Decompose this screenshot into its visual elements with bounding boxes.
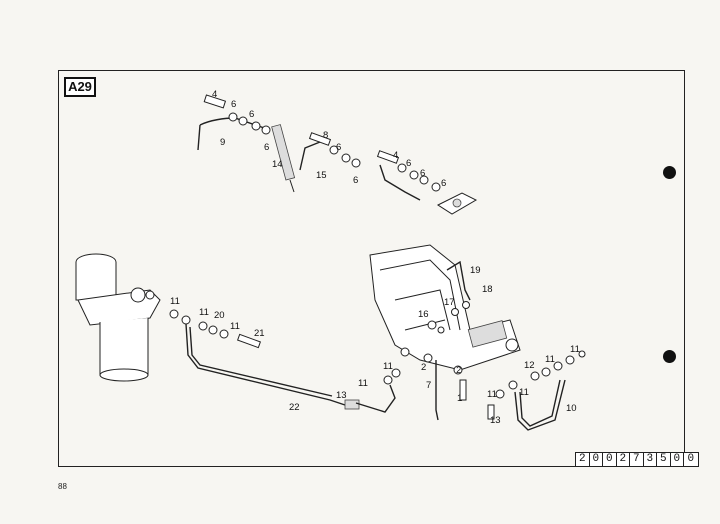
callout-19: 19 bbox=[470, 265, 481, 276]
callout-11b: 11 bbox=[199, 307, 209, 318]
callout-13b: 13 bbox=[336, 390, 347, 401]
callout-11e: 11 bbox=[545, 354, 555, 365]
part-number-digit: 2 bbox=[576, 453, 590, 466]
section-tag: A29 bbox=[64, 77, 96, 97]
callout-6e: 6 bbox=[353, 175, 358, 186]
callout-11d: 11 bbox=[383, 361, 393, 372]
callout-6f: 6 bbox=[406, 158, 411, 169]
callout-6h: 6 bbox=[441, 178, 446, 189]
fuel-line-22 bbox=[169, 309, 401, 413]
callout-13a: 13 bbox=[490, 415, 501, 426]
callout-8: 8 bbox=[323, 130, 328, 141]
part-number-digit: 0 bbox=[590, 453, 603, 466]
callout-2a: 2 bbox=[421, 362, 426, 373]
part-number-digit: 2 bbox=[617, 453, 630, 466]
callout-22: 22 bbox=[289, 402, 300, 413]
callout-11i: 11 bbox=[358, 378, 368, 389]
callout-21: 21 bbox=[254, 328, 265, 339]
part-number-digit: 0 bbox=[603, 453, 617, 466]
callout-6c: 6 bbox=[264, 142, 269, 153]
callout-14: 14 bbox=[272, 159, 283, 170]
callout-10: 10 bbox=[566, 403, 577, 414]
diagram-frame bbox=[58, 70, 685, 467]
callout-18: 18 bbox=[482, 284, 493, 295]
part-number-digit: 3 bbox=[644, 453, 657, 466]
callout-1: 1 bbox=[457, 393, 462, 404]
part-number-digit: 0 bbox=[671, 453, 684, 466]
part-number-digit: 7 bbox=[630, 453, 644, 466]
callout-labels: 4 6 6 6 9 14 8 6 6 15 4 6 6 6 11 11 20 1… bbox=[170, 89, 580, 426]
fuel-filter bbox=[75, 253, 161, 382]
callout-20: 20 bbox=[214, 310, 225, 321]
callout-6d: 6 bbox=[336, 142, 341, 153]
callout-11h: 11 bbox=[487, 389, 497, 400]
callout-12: 12 bbox=[524, 360, 535, 371]
pump-fittings bbox=[400, 347, 586, 431]
callout-6b: 6 bbox=[249, 109, 254, 120]
callout-4a: 4 bbox=[212, 89, 217, 100]
callout-11f: 11 bbox=[570, 344, 580, 355]
injection-pump bbox=[369, 244, 521, 371]
callout-15: 15 bbox=[316, 170, 327, 181]
callout-11g: 11 bbox=[519, 387, 529, 398]
injector-assembly bbox=[197, 94, 478, 215]
callout-9: 9 bbox=[220, 137, 225, 148]
part-number-digit: 0 bbox=[687, 453, 695, 465]
binder-hole-bottom bbox=[663, 350, 676, 363]
callout-17: 17 bbox=[444, 297, 455, 308]
callout-11c: 11 bbox=[230, 321, 240, 332]
callout-4b: 4 bbox=[393, 150, 398, 161]
part-number-box: 2 0 0 2 7 3 5 0 0 bbox=[575, 452, 699, 467]
callout-7: 7 bbox=[426, 380, 431, 391]
callout-16: 16 bbox=[418, 309, 429, 320]
binder-hole-top bbox=[663, 166, 676, 179]
callout-6a: 6 bbox=[231, 99, 236, 110]
callout-11a: 11 bbox=[170, 296, 180, 307]
page-number: 88 bbox=[58, 482, 67, 491]
callout-6g: 6 bbox=[420, 168, 425, 179]
callout-2b: 2 bbox=[456, 365, 461, 376]
part-number-digit: 5 bbox=[657, 453, 671, 466]
